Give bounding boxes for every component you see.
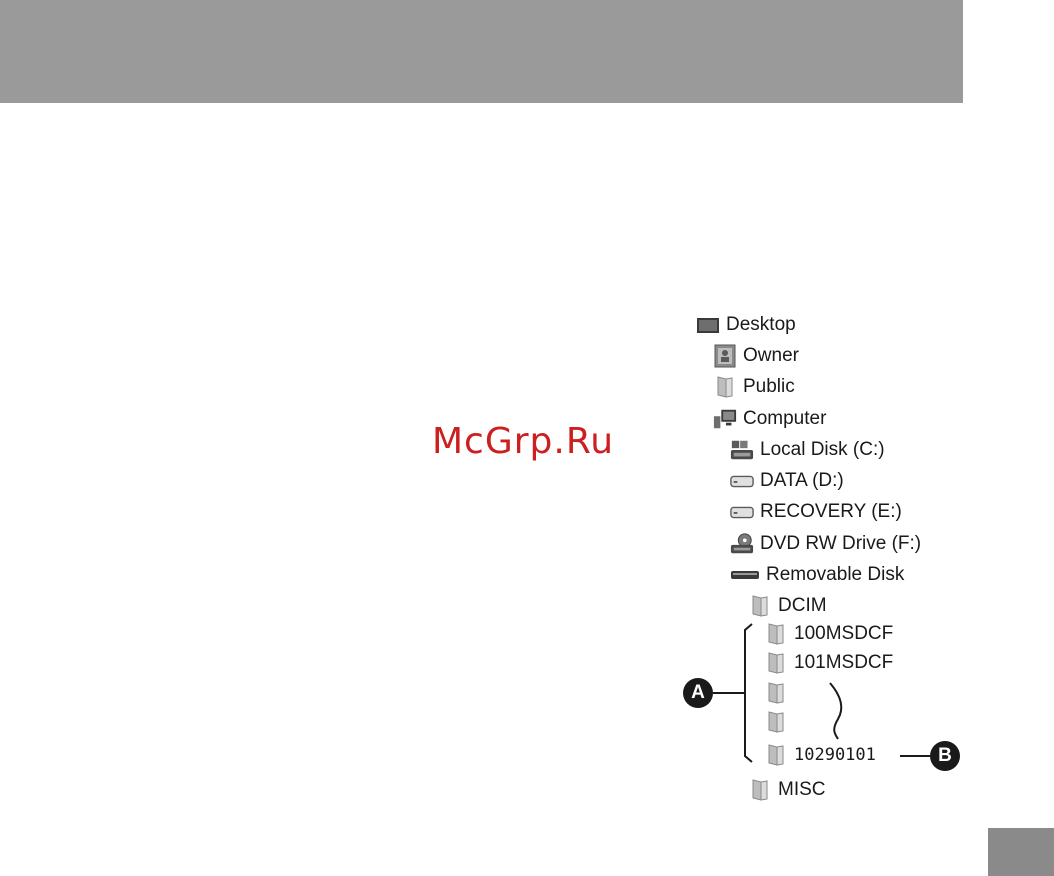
tree-item-label: 101MSDCF bbox=[794, 652, 893, 674]
tree-item-label: Owner bbox=[743, 345, 799, 367]
folder-icon bbox=[713, 375, 737, 399]
header-bar bbox=[0, 0, 963, 103]
tree-item-public[interactable]: Public bbox=[713, 373, 795, 401]
tree-item-label: DVD RW Drive (F:) bbox=[760, 533, 921, 555]
folder-icon bbox=[764, 710, 788, 734]
hard-disk-icon bbox=[730, 438, 754, 462]
tree-item-101msdcf[interactable]: 101MSDCF bbox=[764, 649, 893, 677]
tree-item-misc[interactable]: MISC bbox=[748, 776, 826, 804]
callout-b: B bbox=[930, 741, 960, 771]
bracket-a bbox=[745, 624, 752, 762]
tree-item-dcim[interactable]: DCIM bbox=[748, 592, 827, 620]
computer-icon bbox=[713, 407, 737, 431]
folder-icon bbox=[748, 594, 772, 618]
folder-icon bbox=[764, 651, 788, 675]
folder-icon bbox=[764, 743, 788, 767]
hard-disk-icon bbox=[730, 500, 754, 524]
folder-icon bbox=[764, 681, 788, 705]
tree-item-label: DCIM bbox=[778, 595, 827, 617]
tree-item-label: Computer bbox=[743, 408, 826, 430]
tree-item-folder-placeholder-1[interactable] bbox=[764, 679, 794, 707]
tree-item-data[interactable]: DATA (D:) bbox=[730, 467, 844, 495]
tree-item-100msdcf[interactable]: 100MSDCF bbox=[764, 620, 893, 648]
tree-item-10290101[interactable]: 10290101 bbox=[764, 741, 876, 769]
tree-item-computer[interactable]: Computer bbox=[713, 405, 826, 433]
continuation-curve bbox=[830, 683, 841, 739]
tree-item-label: Removable Disk bbox=[766, 564, 904, 586]
tree-item-label: DATA (D:) bbox=[760, 470, 844, 492]
tree-item-desktop[interactable]: Desktop bbox=[696, 311, 796, 339]
dvd-drive-icon bbox=[730, 532, 754, 556]
tree-item-folder-placeholder-2[interactable] bbox=[764, 708, 794, 736]
removable-disk-icon bbox=[730, 563, 760, 587]
page-tab bbox=[988, 828, 1054, 876]
tree-item-label: RECOVERY (E:) bbox=[760, 501, 902, 523]
tree-item-owner[interactable]: Owner bbox=[713, 342, 799, 370]
hard-disk-icon bbox=[730, 469, 754, 493]
callout-a: A bbox=[683, 678, 713, 708]
watermark: McGrp.Ru bbox=[432, 418, 638, 466]
tree-item-label: 100MSDCF bbox=[794, 623, 893, 645]
tree-item-local-disk[interactable]: Local Disk (C:) bbox=[730, 436, 885, 464]
tree-item-label: Desktop bbox=[726, 314, 796, 336]
tree-item-label: MISC bbox=[778, 779, 826, 801]
folder-icon bbox=[748, 778, 772, 802]
tree-item-label: 10290101 bbox=[794, 745, 876, 765]
tree-item-label: Public bbox=[743, 376, 795, 398]
folder-icon bbox=[764, 622, 788, 646]
tree-item-dvd[interactable]: DVD RW Drive (F:) bbox=[730, 530, 921, 558]
tree-item-removable[interactable]: Removable Disk bbox=[730, 561, 904, 589]
desktop-icon bbox=[696, 313, 720, 337]
tree-item-recovery[interactable]: RECOVERY (E:) bbox=[730, 498, 902, 526]
user-icon bbox=[713, 344, 737, 368]
tree-item-label: Local Disk (C:) bbox=[760, 439, 885, 461]
